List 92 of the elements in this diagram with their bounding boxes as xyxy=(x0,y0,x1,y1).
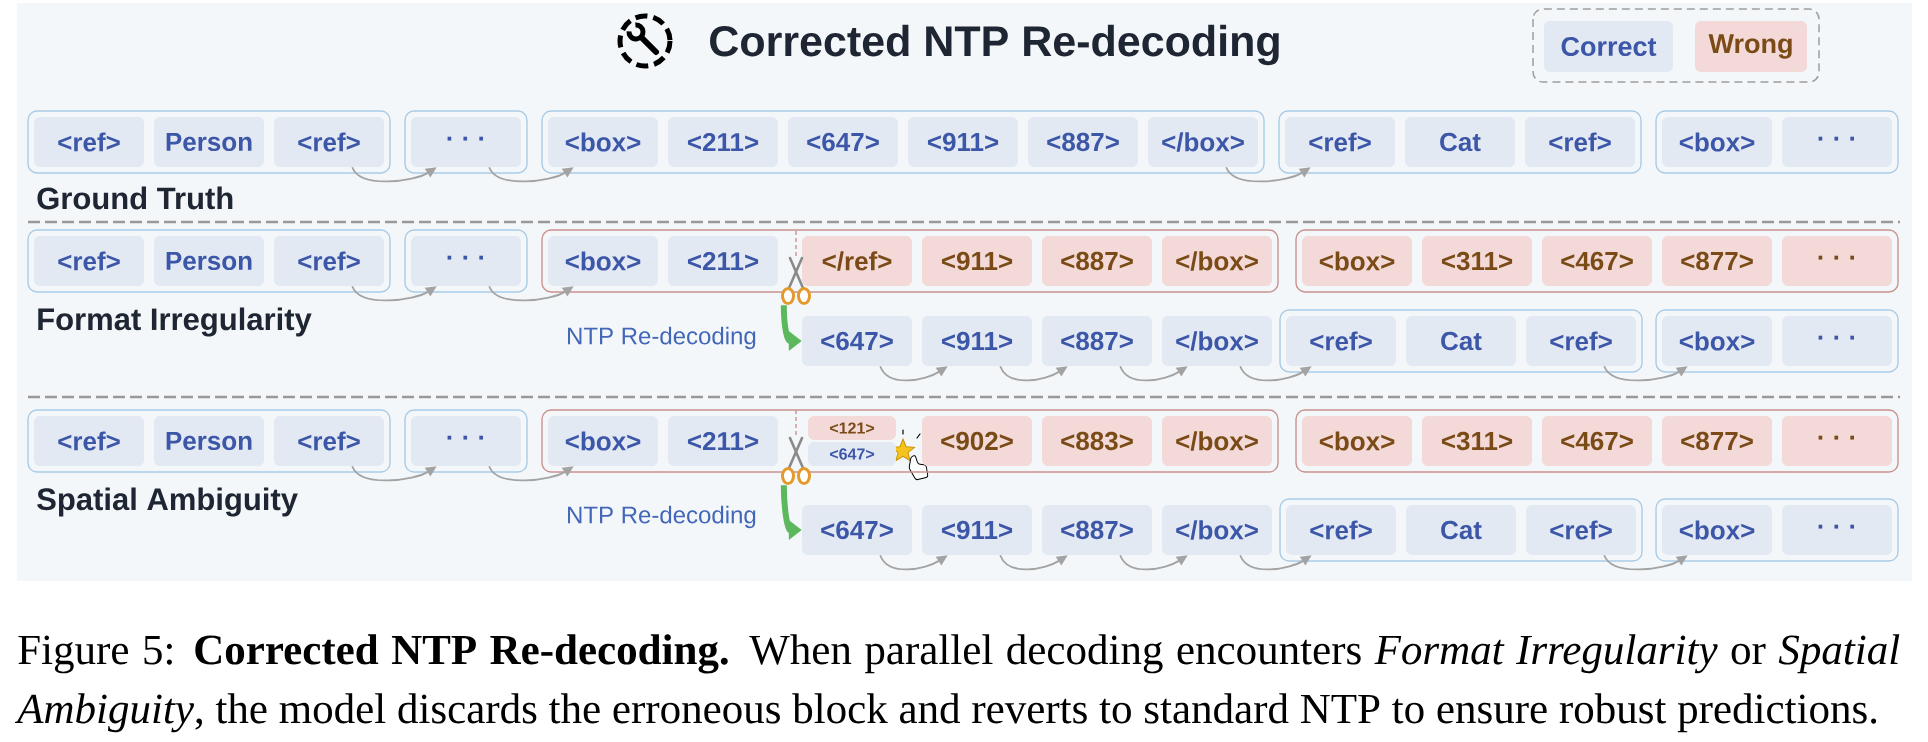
step-label: NTP Re-decoding xyxy=(568,326,756,350)
token-group xyxy=(1279,498,1643,562)
token-box: <887> xyxy=(1028,117,1138,167)
token-box: <887> xyxy=(1042,316,1152,366)
token-box: <box> xyxy=(548,416,658,466)
token-box: <box> xyxy=(1302,416,1412,466)
token-group xyxy=(541,409,1279,473)
token-group xyxy=(1655,309,1899,373)
token-box: <877> xyxy=(1662,416,1772,466)
token-box: <box> xyxy=(1662,117,1772,167)
token-box: <ref> xyxy=(1286,316,1396,366)
token-box: <647> xyxy=(808,442,896,466)
token-group xyxy=(1655,498,1899,562)
token-box: Person xyxy=(154,117,264,167)
token-group xyxy=(1278,110,1642,174)
token-box: <box> xyxy=(548,236,658,286)
token-box: Person xyxy=(154,236,264,286)
token-box: <ref> xyxy=(274,416,384,466)
token-box: <887> xyxy=(1042,236,1152,286)
token-box: <911> xyxy=(922,316,1032,366)
caption: Figure 5: Corrected NTP Re-decoding. When parallel decoding encounters Format Irregularity or Spatial Ambiguity, the model discards the erroneous block and reverts to standard NTP to ensure robust predictions. xyxy=(14,634,1900,733)
token-box: · · · xyxy=(411,236,521,286)
scissors-cut-icon xyxy=(781,409,811,485)
token-group xyxy=(27,110,391,174)
token-group xyxy=(27,409,391,473)
token-box: Cat xyxy=(1406,505,1516,555)
token-box: Cat xyxy=(1406,316,1516,366)
token-box: <ref> xyxy=(1286,505,1396,555)
token-box: <ref> xyxy=(274,236,384,286)
token-box: · · · xyxy=(1782,316,1892,366)
token-box: <902> xyxy=(922,416,1032,466)
token-box: · · · xyxy=(1782,505,1892,555)
token-box: </box> xyxy=(1162,316,1272,366)
token-box: <ref> xyxy=(34,416,144,466)
token-box: <ref> xyxy=(1525,117,1635,167)
token-box: · · · xyxy=(1782,117,1892,167)
token-box: Person xyxy=(154,416,264,466)
token-box: <311> xyxy=(1422,236,1532,286)
token-box: <911> xyxy=(922,236,1032,286)
token-box: <467> xyxy=(1542,416,1652,466)
token-box: <647> xyxy=(802,316,912,366)
token-box: <887> xyxy=(1042,505,1152,555)
token-group xyxy=(27,229,391,293)
token-group xyxy=(404,229,528,293)
token-box: <ref> xyxy=(1526,505,1636,555)
token-box: </box> xyxy=(1148,117,1258,167)
token-group xyxy=(541,229,1279,293)
token-group xyxy=(541,110,1265,174)
token-box: </ref> xyxy=(802,236,912,286)
legend-item: Correct xyxy=(1544,21,1673,72)
token-box: Cat xyxy=(1405,117,1515,167)
token-box: <ref> xyxy=(1526,316,1636,366)
token-group xyxy=(1295,229,1899,293)
token-box: <ref> xyxy=(274,117,384,167)
token-box: <ref> xyxy=(34,117,144,167)
token-box: <ref> xyxy=(34,236,144,286)
token-group xyxy=(1279,309,1643,373)
title: Corrected NTP Re-decoding xyxy=(710,24,1279,66)
token-box: <box> xyxy=(1302,236,1412,286)
token-box: </box> xyxy=(1162,416,1272,466)
token-box: <647> xyxy=(788,117,898,167)
token-box: <121> xyxy=(808,416,896,440)
token-box: <211> xyxy=(668,236,778,286)
token-box: · · · xyxy=(1782,236,1892,286)
token-box: · · · xyxy=(411,416,521,466)
token-box: <877> xyxy=(1662,236,1772,286)
row-label: Ground Truth xyxy=(37,186,233,210)
scissors-cut-icon xyxy=(781,230,811,305)
token-box: <ref> xyxy=(1285,117,1395,167)
token-box: <311> xyxy=(1422,416,1532,466)
step-label: NTP Re-decoding xyxy=(568,505,756,529)
legend-item: Wrong xyxy=(1695,21,1807,72)
token-box: </box> xyxy=(1162,236,1272,286)
token-box: </box> xyxy=(1162,505,1272,555)
token-box: <box> xyxy=(1662,316,1772,366)
token-box: <box> xyxy=(1662,505,1772,555)
token-box: · · · xyxy=(411,117,521,167)
token-box: <box> xyxy=(548,117,658,167)
token-box: <211> xyxy=(668,117,778,167)
token-group xyxy=(1295,409,1899,473)
token-group xyxy=(404,409,528,473)
token-box: <911> xyxy=(908,117,1018,167)
token-box: <911> xyxy=(922,505,1032,555)
token-box: <211> xyxy=(668,416,778,466)
token-group xyxy=(1655,110,1899,174)
token-box: · · · xyxy=(1782,416,1892,466)
row-label: Format Irregularity xyxy=(38,307,312,337)
token-box: <467> xyxy=(1542,236,1652,286)
token-box: <647> xyxy=(802,505,912,555)
token-group xyxy=(404,110,528,174)
token-box: <883> xyxy=(1042,416,1152,466)
row-label: Spatial Ambiguity xyxy=(37,487,298,517)
